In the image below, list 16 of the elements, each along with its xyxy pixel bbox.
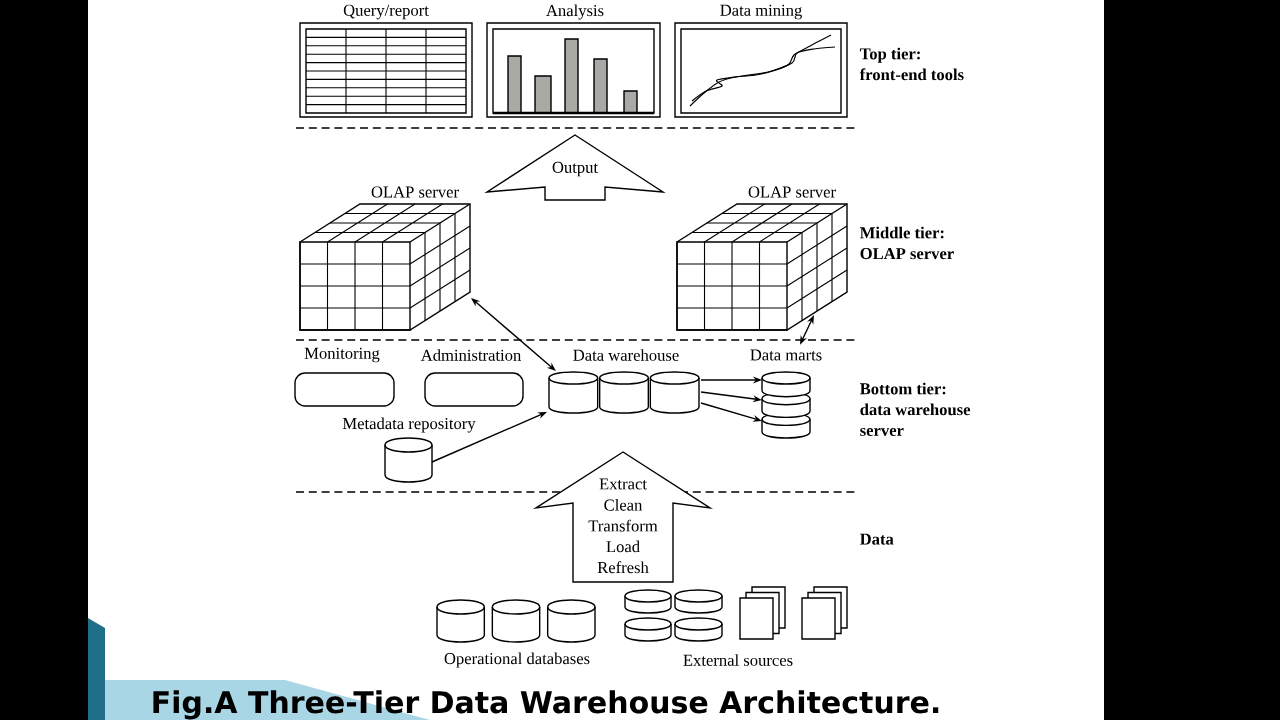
node-heading: Data mining bbox=[720, 4, 802, 20]
node-heading: Data warehouse bbox=[573, 349, 679, 361]
node-heading: Query/report bbox=[343, 4, 429, 20]
double-arrow bbox=[471, 298, 556, 371]
node-heading: Operational databases bbox=[444, 652, 590, 668]
node-heading: External sources bbox=[683, 654, 793, 666]
node-heading: OLAP server bbox=[748, 186, 836, 198]
node-heading: Metadata repository bbox=[342, 417, 476, 433]
node-heading: OLAP server bbox=[371, 186, 459, 198]
node-heading: Monitoring bbox=[304, 347, 380, 363]
figure-caption: Fig.A Three-Tier Data Warehouse Architecture. bbox=[153, 690, 939, 720]
node-heading: Analysis bbox=[546, 4, 604, 20]
tier-label: Data bbox=[860, 533, 894, 545]
node-heading: Data marts bbox=[750, 349, 822, 361]
tier-label: Bottom tier: data warehouse server bbox=[860, 382, 971, 436]
node-heading: Administration bbox=[420, 349, 521, 361]
